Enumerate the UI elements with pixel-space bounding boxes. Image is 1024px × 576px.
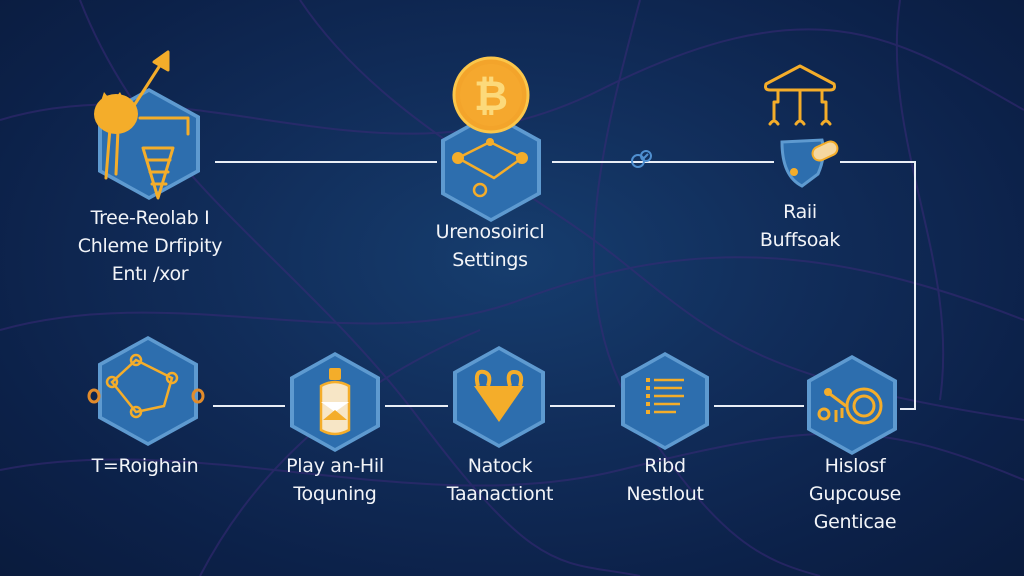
connector-n7-n8: [714, 405, 804, 407]
node-label: Natock Taanactiont: [446, 455, 554, 505]
node-label: Play an-Hil Toquning: [286, 455, 384, 505]
node-label: Urenosoiricl Settings: [435, 221, 545, 271]
certificate-arrow-icon: [94, 50, 190, 200]
node-label: T=Roighain: [91, 455, 199, 477]
bitcoin-coin-icon: ₿: [452, 56, 530, 134]
hex-badge: [621, 352, 709, 450]
network-nodes-icon: [452, 138, 528, 198]
node-label: Tree-Reolab I Chleme Drfipity Entı /xor: [77, 207, 223, 285]
connector-n1-n2: [215, 161, 437, 163]
connector-n3-n8-vertical: [914, 161, 916, 410]
connector-n6-n7: [550, 405, 615, 407]
bank-building-icon: [764, 64, 836, 126]
link-ornament-icon: [631, 150, 652, 168]
connector-n4-n5: [213, 405, 285, 407]
connector-n5-n6: [385, 405, 448, 407]
chain-network-icon: [87, 353, 205, 419]
key-coin-icon: [817, 387, 883, 425]
connector-n3-n8-top: [840, 161, 916, 163]
list-document-icon: [646, 378, 684, 414]
hex-badge: [98, 336, 198, 446]
node-label: Ribd Nestlout: [626, 455, 704, 505]
node-label: Hislosf Gupcouse Genticae: [808, 455, 902, 533]
node-label: Raii Buffsoak: [759, 201, 841, 251]
bottle-icon: [319, 368, 351, 436]
shield-badge-icon: [780, 138, 839, 188]
funnel-icon: [474, 369, 524, 422]
svg-text:₿: ₿: [474, 71, 508, 120]
connector-n2-n3: [552, 161, 774, 163]
connector-n3-n8-bottom: [900, 408, 916, 410]
